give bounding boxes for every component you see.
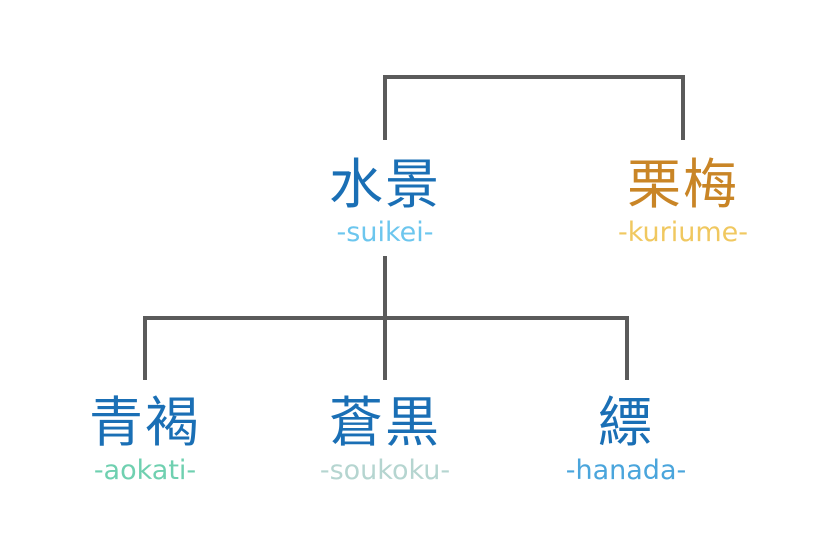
- top-connector-right: [681, 75, 685, 140]
- node-romaji: -soukoku-: [319, 455, 451, 486]
- node-aokati: 青褐 -aokati-: [25, 393, 265, 487]
- node-suikei: 水景 -suikei-: [265, 155, 505, 249]
- node-hanada: 縹 -hanada-: [506, 393, 746, 487]
- node-romaji: -hanada-: [565, 455, 687, 486]
- node-kanji: 栗梅: [627, 153, 739, 216]
- node-kanji: 縹: [598, 391, 654, 454]
- node-romaji: -kuriume-: [617, 217, 749, 248]
- node-kanji: 青褐: [89, 391, 201, 454]
- node-soukoku: 蒼黒 -soukoku-: [265, 393, 505, 487]
- children-connector-horizontal: [143, 316, 629, 320]
- child-connector-right: [625, 316, 629, 380]
- node-kuriume: 栗梅 -kuriume-: [563, 155, 803, 249]
- top-connector-horizontal: [383, 75, 685, 79]
- child-connector-left: [143, 316, 147, 380]
- node-romaji: -aokati-: [93, 455, 197, 486]
- top-connector-left: [383, 75, 387, 140]
- node-kanji: 蒼黒: [329, 391, 441, 454]
- node-romaji: -suikei-: [336, 217, 434, 248]
- node-kanji: 水景: [329, 153, 441, 216]
